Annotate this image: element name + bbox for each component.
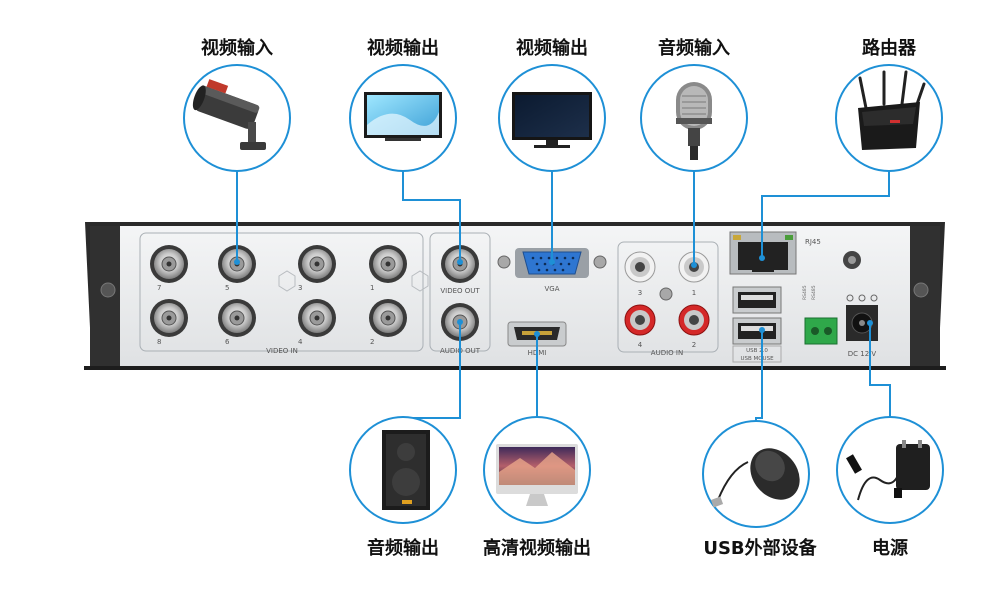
video-in-label: VIDEO IN <box>266 347 298 355</box>
channel-number: 3 <box>638 289 642 297</box>
bnc-video-in-8 <box>150 299 188 337</box>
connector-lines <box>236 170 891 438</box>
monitor-illustration <box>498 64 606 172</box>
connector-dots <box>234 255 873 337</box>
line-power <box>869 323 891 432</box>
screw-right <box>913 282 929 298</box>
usb-label-1: USB 2.0 <box>746 348 768 354</box>
mouse-illustration <box>702 420 810 528</box>
bnc-video-in-4 <box>298 299 336 337</box>
label-video-out-monitor: 视频输出 <box>516 38 588 59</box>
channel-number: 3 <box>298 284 302 292</box>
network-power-group: RJ45 USB 2.0 USB MOUSE RS485 RS485 <box>729 231 878 363</box>
dc-label: DC 12 V <box>848 350 877 358</box>
microphone-illustration <box>640 64 748 172</box>
line-router <box>761 170 890 258</box>
power-adapter-illustration <box>836 416 944 524</box>
video-in-group: 7 5 3 1 8 6 4 2 VIDEO IN <box>139 232 429 355</box>
video-out-label: VIDEO OUT <box>440 287 480 295</box>
label-video-out-tv: 视频输出 <box>367 38 439 59</box>
camera-illustration <box>183 64 291 172</box>
bnc-video-in-2 <box>369 299 407 337</box>
channel-number: 5 <box>225 284 229 292</box>
usb-port-top <box>732 286 782 314</box>
channel-number: 1 <box>692 289 696 297</box>
rca-audio-in-4 <box>624 304 656 336</box>
channel-number: 4 <box>298 338 303 346</box>
channel-number: 8 <box>157 338 161 346</box>
rca-audio-in-3 <box>624 251 656 283</box>
rca-audio-in-2 <box>678 304 710 336</box>
bnc-video-in-6 <box>218 299 256 337</box>
computer-illustration <box>483 416 591 524</box>
label-router: 路由器 <box>862 38 916 59</box>
rs485-label-b: RS485 <box>811 285 817 300</box>
label-audio-out: 音频输出 <box>367 538 439 559</box>
usb-label-2: USB MOUSE <box>740 356 774 362</box>
bnc-video-in-1 <box>369 245 407 283</box>
label-usb-device: USB外部设备 <box>703 538 817 559</box>
line-video-out-tv <box>402 170 461 262</box>
bnc-video-in-3 <box>298 245 336 283</box>
channel-number: 1 <box>370 284 374 292</box>
channel-number: 6 <box>225 338 230 346</box>
screw-left <box>100 282 116 298</box>
label-hd-video-out: 高清视频输出 <box>483 538 591 559</box>
audio-in-label: AUDIO IN <box>651 349 683 357</box>
rs485-label-a: RS485 <box>802 285 808 300</box>
ground-screw <box>843 251 861 269</box>
channel-number: 7 <box>157 284 161 292</box>
usb-port-bottom <box>732 317 782 345</box>
label-video-in: 视频输入 <box>201 38 273 59</box>
speaker-illustration <box>349 416 457 524</box>
label-audio-in: 音频输入 <box>658 38 730 59</box>
tv-illustration <box>349 64 457 172</box>
rs485-terminal <box>804 317 838 345</box>
rj45-label: RJ45 <box>805 238 821 246</box>
audio-in-group: 3 1 4 2 AUDIO IN <box>617 241 719 357</box>
label-power: 电源 <box>872 538 908 559</box>
bnc-video-in-7 <box>150 245 188 283</box>
channel-number: 2 <box>370 338 374 346</box>
router-illustration <box>835 64 943 172</box>
channel-number: 4 <box>638 341 643 349</box>
vga-label: VGA <box>544 285 559 293</box>
channel-number: 2 <box>692 341 696 349</box>
